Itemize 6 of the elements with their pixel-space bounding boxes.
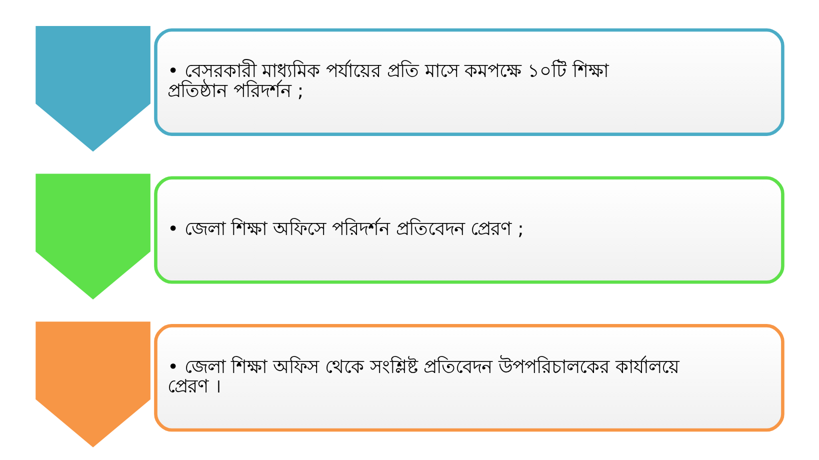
node-chevron [36,322,150,448]
node-chevron [36,26,150,152]
node-box: • জেলা শিক্ষা অফিসে পরিদর্শন প্রতিবেদন প্রেরণ ; [154,176,784,284]
node-box: • বেসরকারী মাধ্যমিক পর্যায়ের প্রতি মাসে কমপক্ষে ১০টি শিক্ষা প্রতিষ্ঠান পরিদর্শন ; [154,28,784,136]
node-box: • জেলা শিক্ষা অফিস থেকে সংশ্লিষ্ট প্রতিবেদন উপপরিচালকের কার্যালয়ে প্রেরণ । [154,324,784,432]
node-chevron [36,174,150,300]
